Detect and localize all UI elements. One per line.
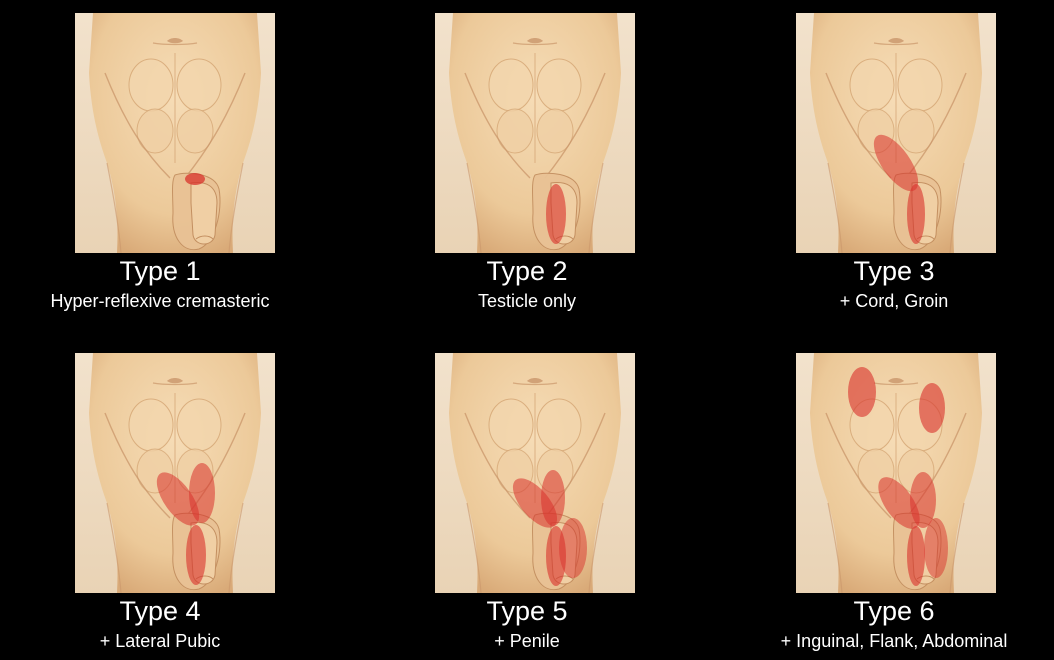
pain-region-abdominal bbox=[919, 383, 945, 433]
pain-region-lateral-pubic bbox=[541, 470, 565, 526]
anatomy-illustration-type-2 bbox=[435, 13, 635, 253]
panel-subtitle: + Lateral Pubic bbox=[0, 630, 320, 652]
panel-title: Type 2 bbox=[367, 255, 687, 287]
anatomy-illustration-type-1 bbox=[75, 13, 275, 253]
panel-type-5: Type 5 + Penile bbox=[367, 340, 687, 660]
panel-type-1: Type 1 Hyper-reflexive cremasteric bbox=[0, 0, 320, 320]
panel-title: Type 4 bbox=[0, 595, 320, 627]
panel-title: Type 1 bbox=[0, 255, 320, 287]
anatomy-illustration-type-6 bbox=[796, 353, 996, 593]
pain-region-testicle bbox=[186, 525, 206, 585]
pain-region-testicle bbox=[546, 184, 566, 244]
panel-type-4: Type 4 + Lateral Pubic bbox=[0, 340, 320, 660]
panel-subtitle: + Penile bbox=[367, 630, 687, 652]
pain-region-testicle bbox=[546, 526, 566, 586]
pain-region-testicle bbox=[907, 526, 925, 586]
pain-region-lateral-pubic bbox=[189, 463, 215, 523]
panel-title: Type 6 bbox=[734, 595, 1054, 627]
panel-title: Type 3 bbox=[734, 255, 1054, 287]
panel-title: Type 5 bbox=[367, 595, 687, 627]
pain-region-flank bbox=[848, 367, 876, 417]
panel-subtitle: + Cord, Groin bbox=[734, 290, 1054, 312]
anatomy-illustration-type-4 bbox=[75, 353, 275, 593]
panel-subtitle: Testicle only bbox=[367, 290, 687, 312]
panel-type-3: Type 3 + Cord, Groin bbox=[734, 0, 1054, 320]
pain-region-scrotal-top bbox=[185, 173, 205, 185]
pain-region-testicle bbox=[907, 184, 925, 244]
pain-region-penile bbox=[924, 518, 948, 578]
panel-type-2: Type 2 Testicle only bbox=[367, 0, 687, 320]
pain-region-lateral-pubic bbox=[910, 472, 936, 528]
panel-subtitle: Hyper-reflexive cremasteric bbox=[0, 290, 320, 312]
anatomy-illustration-type-3 bbox=[796, 13, 996, 253]
panel-type-6: Type 6 + Inguinal, Flank, Abdominal bbox=[734, 340, 1054, 660]
anatomy-illustration-type-5 bbox=[435, 353, 635, 593]
panel-subtitle: + Inguinal, Flank, Abdominal bbox=[734, 630, 1054, 652]
